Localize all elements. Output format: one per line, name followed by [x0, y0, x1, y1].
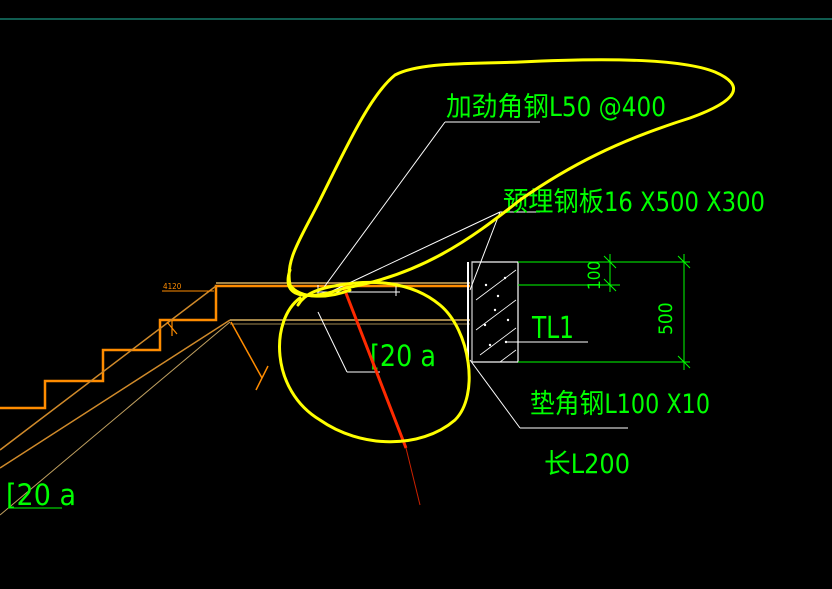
dimension-lines [518, 254, 691, 370]
stiffener-angle-label: 加劲角钢L50 @400 [446, 92, 666, 123]
beam-tl1-label: TL1 [531, 311, 574, 346]
red-pointer [342, 287, 421, 506]
seat-angle-label: 垫角钢L100 X10 [530, 389, 710, 420]
channel-main-label: [20 a [370, 339, 436, 373]
stair-stringer [0, 282, 470, 516]
dimension-100-label: 100 [585, 261, 605, 290]
seat-length-label: 长L200 [544, 449, 630, 480]
markup-circle [278, 280, 471, 444]
leader-lines [317, 121, 628, 429]
stair-mark-label: 4120 [163, 282, 182, 291]
stair-soffit-line-2 [0, 319, 231, 469]
stair-soffit-line-3 [0, 321, 231, 516]
soffit-dimension [230, 321, 269, 391]
stair-soffit-line [0, 285, 217, 451]
embed-plate-label: 预埋钢板16 X500 X300 [503, 187, 765, 218]
channel-left-label: [20 a [6, 478, 76, 512]
dimension-500-label: 500 [655, 302, 677, 335]
beam-tl1-section [471, 261, 519, 363]
markup-callout-loop [286, 58, 735, 298]
soffit-marker [166, 320, 178, 336]
